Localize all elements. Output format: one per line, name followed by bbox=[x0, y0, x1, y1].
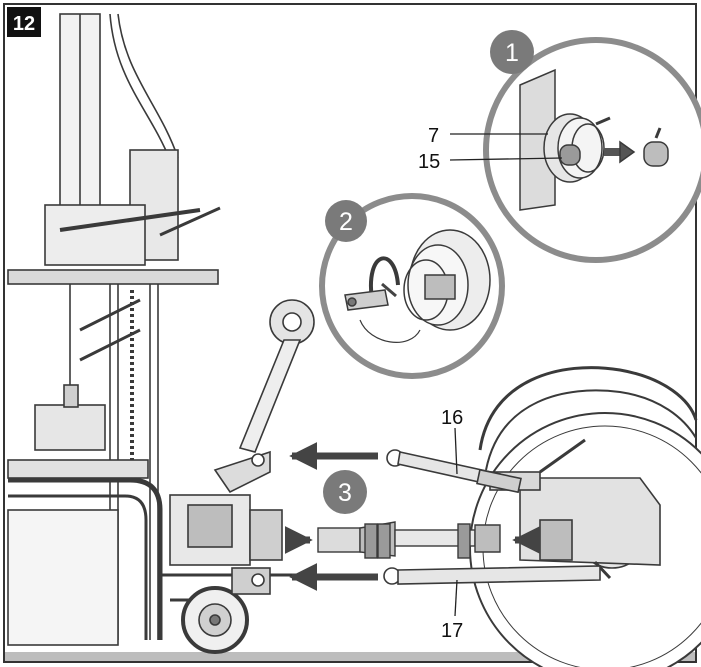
step-2-number: 2 bbox=[339, 208, 353, 236]
callout-7: 7 bbox=[428, 125, 439, 147]
figure-number: 12 bbox=[13, 13, 35, 35]
figure-number-badge: 12 bbox=[7, 7, 41, 37]
step-3-number: 3 bbox=[338, 479, 352, 507]
callout-16: 16 bbox=[441, 407, 463, 429]
lower-link-17 bbox=[383, 565, 601, 585]
direction-arrows bbox=[284, 442, 541, 591]
callout-16-leader bbox=[454, 427, 458, 475]
step-1-number: 1 bbox=[505, 39, 519, 67]
step-1-badge bbox=[490, 30, 534, 74]
upper-link-16 bbox=[386, 449, 522, 494]
step-3-badge: 3 bbox=[323, 470, 367, 514]
callout-17-leader bbox=[454, 579, 458, 617]
bottom-bar bbox=[5, 652, 695, 661]
step-2-badge bbox=[325, 200, 367, 242]
callout-15-leader bbox=[449, 157, 563, 161]
log-splitter-machine bbox=[7, 13, 300, 654]
callouts bbox=[449, 133, 563, 617]
detail-circle-1: 1 bbox=[483, 30, 701, 263]
detail-circle-2: 2 bbox=[319, 193, 505, 379]
callout-17: 17 bbox=[441, 620, 463, 642]
callout-15: 15 bbox=[418, 151, 440, 173]
pto-shaft bbox=[317, 521, 501, 559]
top-link-arm bbox=[213, 299, 315, 595]
